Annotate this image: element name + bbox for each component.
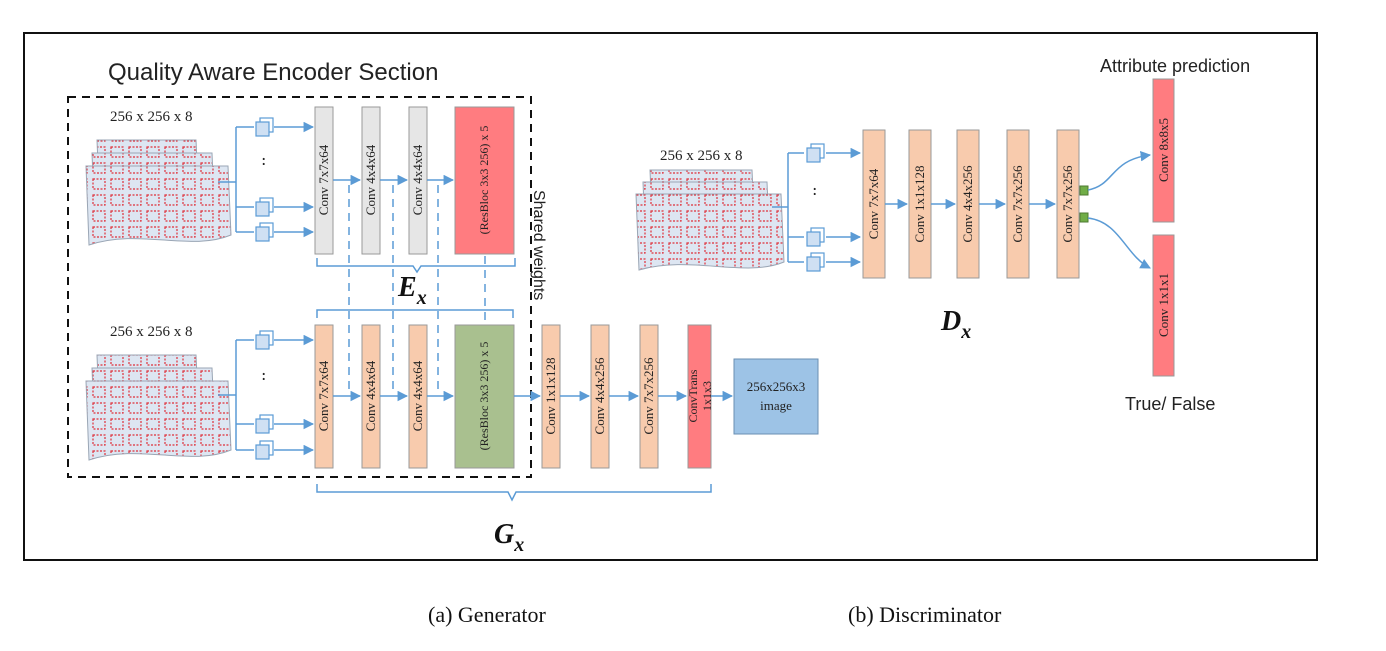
decoder-layer: Conv 4x4x256 bbox=[590, 324, 610, 469]
discriminator-layer: Conv 7x7x256 bbox=[1006, 129, 1030, 279]
figure-frame bbox=[23, 32, 1318, 561]
generator-input-size: 256 x 256 x 8 bbox=[110, 324, 193, 340]
channel-square-icon bbox=[806, 252, 825, 272]
channel-ellipsis: : bbox=[812, 180, 817, 199]
svg-text:Conv 4x4x64: Conv 4x4x64 bbox=[410, 360, 425, 431]
svg-text:Conv 7x7x256: Conv 7x7x256 bbox=[641, 357, 656, 434]
channel-square-icon bbox=[255, 330, 274, 350]
discriminator-arrows bbox=[885, 150, 1152, 269]
svg-text:(ResBloc 3x3 256) x 5: (ResBloc 3x3 256) x 5 bbox=[477, 126, 491, 235]
discriminator-caption: (b) Discriminator bbox=[848, 602, 1002, 627]
encoder-resbloc: (ResBloc 3x3 256) x 5 bbox=[454, 106, 515, 255]
discriminator-layer: Conv 1x1x128 bbox=[908, 129, 932, 279]
svg-text:Conv 1x1x1: Conv 1x1x1 bbox=[1156, 273, 1171, 337]
svg-text:Conv 4x4x64: Conv 4x4x64 bbox=[410, 144, 425, 215]
decoder-layer: Conv 1x1x128 bbox=[541, 324, 561, 469]
svg-text:ConvTrans1x1x3: ConvTrans1x1x3 bbox=[686, 369, 714, 422]
discriminator-layer: Conv 7x7x256 bbox=[1056, 129, 1080, 279]
generator-resbloc: (ResBloc 3x3 256) x 5 bbox=[454, 324, 515, 469]
generator-layer: Conv 4x4x64 bbox=[408, 324, 428, 469]
svg-text:(ResBloc 3x3 256) x 5: (ResBloc 3x3 256) x 5 bbox=[477, 342, 491, 451]
generator-layer: Conv 7x7x64 bbox=[314, 324, 334, 469]
discriminator-layer: Conv 7x7x64 bbox=[862, 129, 886, 279]
generator-fanout bbox=[218, 334, 315, 456]
svg-text:Conv 8x8x5: Conv 8x8x5 bbox=[1156, 118, 1171, 182]
generator-input-stack bbox=[85, 354, 232, 461]
svg-text:Conv 4x4x256: Conv 4x4x256 bbox=[960, 165, 975, 242]
channel-square-icon bbox=[255, 414, 274, 434]
svg-text:Conv 7x7x64: Conv 7x7x64 bbox=[316, 144, 331, 215]
shared-weight-links bbox=[348, 185, 486, 390]
channel-square-icon bbox=[255, 222, 274, 242]
channel-square-icon bbox=[255, 197, 274, 217]
channel-square-icon bbox=[255, 117, 274, 137]
channel-ellipsis: : bbox=[261, 150, 266, 169]
encoder-input-size: 256 x 256 x 8 bbox=[110, 109, 193, 125]
gx-brace bbox=[316, 484, 712, 502]
channel-square-icon bbox=[255, 440, 274, 460]
encoder-layer: Conv 4x4x64 bbox=[408, 106, 428, 255]
encoder-input-stack bbox=[85, 139, 232, 246]
encoder-section-box bbox=[67, 96, 532, 478]
ex-brace bbox=[316, 258, 516, 274]
svg-text:256x256x3: 256x256x3 bbox=[747, 379, 806, 394]
true-false-head: Conv 1x1x1 bbox=[1152, 234, 1175, 377]
gx-label: Gx bbox=[494, 519, 524, 556]
svg-text:Conv 4x4x256: Conv 4x4x256 bbox=[592, 357, 607, 434]
discriminator-fanout bbox=[772, 147, 862, 268]
output-image-box: 256x256x3 image bbox=[733, 358, 819, 435]
svg-text:Conv 7x7x256: Conv 7x7x256 bbox=[1010, 165, 1025, 242]
gen-bracket bbox=[316, 309, 514, 318]
convtrans-layer: ConvTrans1x1x3 bbox=[686, 324, 714, 469]
shared-weights-label: Shared weights bbox=[530, 190, 547, 300]
attribute-head: Conv 8x8x5 bbox=[1152, 78, 1175, 223]
encoder-layer: Conv 7x7x64 bbox=[314, 106, 334, 255]
dx-label: Dx bbox=[940, 306, 971, 343]
attribute-prediction-label: Attribute prediction bbox=[1100, 56, 1250, 76]
generator-caption: (a) Generator bbox=[428, 602, 546, 627]
encoder-section-title: Quality Aware Encoder Section bbox=[108, 59, 438, 86]
svg-text:Conv 4x4x64: Conv 4x4x64 bbox=[363, 144, 378, 215]
svg-text:Conv 7x7x256: Conv 7x7x256 bbox=[1060, 165, 1075, 242]
svg-text:Conv 7x7x64: Conv 7x7x64 bbox=[316, 360, 331, 431]
generator-layer: Conv 4x4x64 bbox=[361, 324, 381, 469]
channel-ellipsis: : bbox=[261, 365, 266, 384]
svg-text:Conv 7x7x64: Conv 7x7x64 bbox=[866, 168, 881, 239]
discriminator-layer: Conv 4x4x256 bbox=[956, 129, 980, 279]
channel-square-icon bbox=[806, 143, 825, 163]
ex-label: Ex bbox=[397, 272, 427, 309]
svg-text:Conv 1x1x128: Conv 1x1x128 bbox=[912, 166, 927, 243]
svg-text:Conv 1x1x128: Conv 1x1x128 bbox=[543, 358, 558, 435]
true-false-label: True/ False bbox=[1125, 394, 1215, 414]
channel-square-icon bbox=[806, 227, 825, 247]
encoder-layer: Conv 4x4x64 bbox=[361, 106, 381, 255]
discriminator-input-size: 256 x 256 x 8 bbox=[660, 148, 743, 164]
svg-text:image: image bbox=[760, 398, 792, 413]
svg-text:Conv 4x4x64: Conv 4x4x64 bbox=[363, 360, 378, 431]
feature-tap bbox=[1079, 212, 1089, 223]
discriminator-input-stack bbox=[635, 169, 785, 271]
encoder-fanout bbox=[218, 121, 315, 238]
feature-tap bbox=[1079, 185, 1089, 196]
decoder-layer: Conv 7x7x256 bbox=[639, 324, 659, 469]
